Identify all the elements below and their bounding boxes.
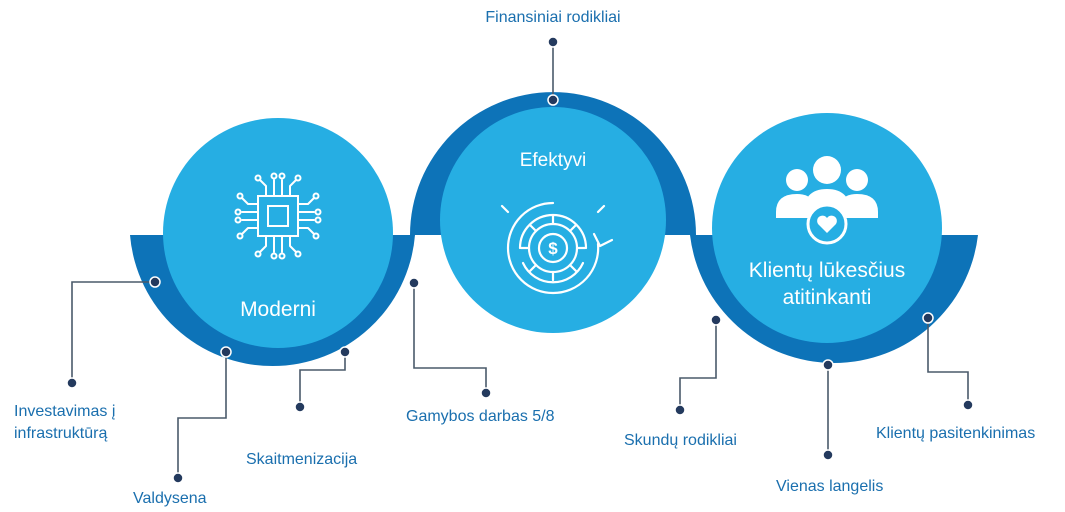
- dot-valdysena-start: [220, 346, 232, 358]
- dot-investavimas-start: [149, 276, 161, 288]
- label-investavimas-line2: infrastruktūrą: [14, 425, 108, 442]
- dot-valdysena-end: [172, 472, 184, 484]
- connector-skundu: [679, 320, 717, 410]
- dot-skaitmenizacija-end: [294, 401, 306, 413]
- connector-investavimas: [71, 281, 155, 383]
- label-investavimas-line1: Investavimas į: [14, 403, 116, 420]
- dot-gamybos-end: [480, 387, 492, 399]
- dot-skundu-end: [674, 404, 686, 416]
- connector-skaitmenizacija: [299, 352, 346, 407]
- right-circle-title-line1: Klientų lūkesčius: [748, 259, 906, 282]
- left-circle-title: Moderni: [240, 298, 316, 321]
- dot-vienas-end: [822, 449, 834, 461]
- label-skundu-rodikliai: Skundų rodikliai: [624, 432, 737, 449]
- connector-gamybos: [413, 283, 487, 393]
- dot-vienas-start: [822, 359, 834, 371]
- gear-dollar-cycle-icon: [500, 201, 614, 295]
- label-gamybos-darbas: Gamybos darbas 5/8: [406, 408, 555, 425]
- left-inner-circle: [163, 118, 393, 348]
- label-finansiniai-rodikliai: Finansiniai rodikliai: [485, 9, 621, 26]
- connector-klientu: [927, 318, 969, 405]
- dot-klientu-start: [922, 312, 934, 324]
- dot-finansiniai-bottom: [547, 94, 559, 106]
- label-skaitmenizacija: Skaitmenizacija: [246, 451, 358, 468]
- middle-circle-title: Efektyvi: [519, 150, 587, 171]
- dot-investavimas-end: [66, 377, 78, 389]
- right-circle-title-line2: atitinkanti: [782, 286, 872, 309]
- dot-skundu-start: [710, 314, 722, 326]
- users-heart-icon: [776, 156, 878, 245]
- dollar-sign-icon: $: [548, 239, 558, 258]
- connector-valdysena: [177, 352, 227, 478]
- label-vienas-langelis: Vienas langelis: [776, 478, 884, 495]
- dot-gamybos-start: [408, 277, 420, 289]
- cpu-chip-icon: [234, 172, 322, 260]
- dot-skaitmenizacija-start: [339, 346, 351, 358]
- label-klientu-pasitenkinimas: Klientų pasitenkinimas: [876, 425, 1036, 442]
- dot-finansiniai-top: [547, 36, 559, 48]
- label-valdysena: Valdysena: [133, 490, 207, 507]
- dot-klientu-end: [962, 399, 974, 411]
